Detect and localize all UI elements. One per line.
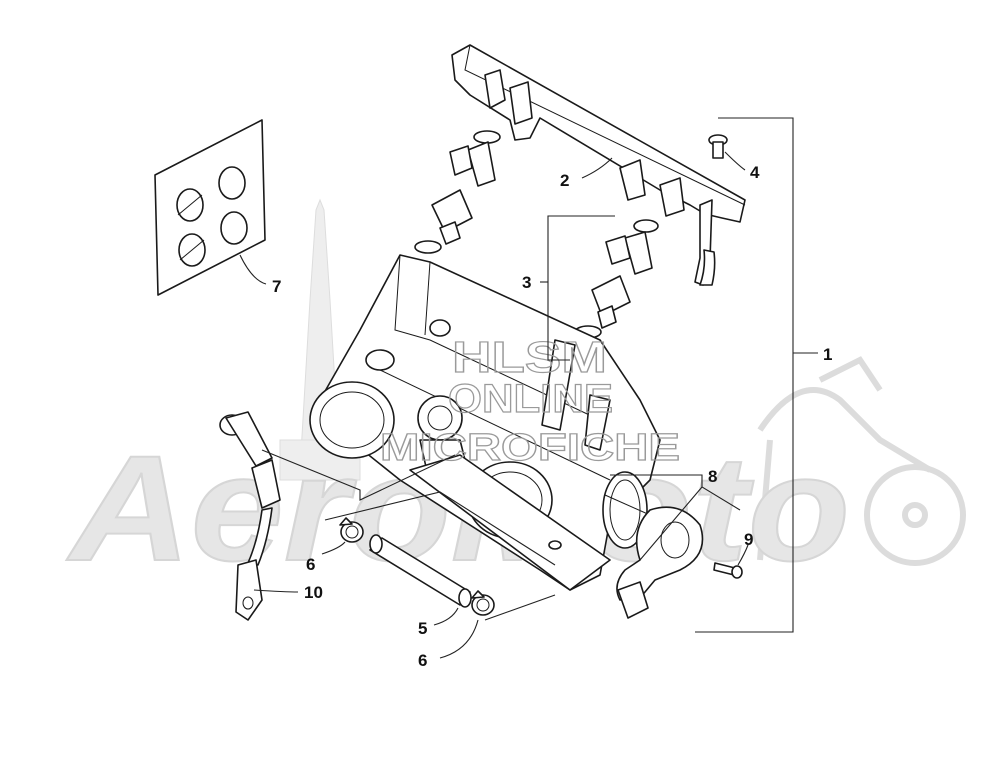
hlsm-watermark: HLSM ONLINE MICROFICHE (379, 332, 680, 469)
motorcycle-watermark-icon (757, 356, 966, 566)
fuel-injector-left (414, 130, 501, 254)
callout-9: 9 (744, 530, 753, 549)
sensor-wire-part (219, 411, 281, 621)
callout-3: 3 (522, 273, 531, 292)
callout-7: 7 (272, 277, 281, 296)
hose-part (369, 534, 472, 608)
svg-text:MICROFICHE: MICROFICHE (380, 427, 680, 469)
screw-part (713, 562, 743, 579)
callout-8: 8 (708, 467, 717, 486)
hose-clamp-lower (471, 590, 495, 616)
svg-text:ONLINE: ONLINE (448, 377, 613, 421)
throttle-body-assembly (309, 254, 661, 591)
callout-1: 1 (823, 345, 832, 364)
o-ring-part (602, 471, 651, 549)
leader-lines (239, 117, 818, 659)
callout-10: 10 (304, 583, 323, 602)
callout-5: 5 (418, 619, 427, 638)
callout-6-lower: 6 (418, 651, 427, 670)
callout-2: 2 (560, 171, 569, 190)
bolt-part (708, 134, 728, 159)
svg-text:HLSM: HLSM (452, 333, 607, 382)
fuel-injector-right (574, 219, 659, 339)
hose-clamp-upper (339, 517, 364, 543)
callout-labels: 1 2 3 4 5 6 6 7 8 9 10 (272, 163, 832, 670)
callout-6-upper: 6 (306, 555, 315, 574)
callout-4: 4 (750, 163, 760, 182)
fuel-rail (451, 44, 746, 286)
gasket-sheet (154, 119, 266, 296)
throttle-position-sensor (616, 506, 704, 619)
